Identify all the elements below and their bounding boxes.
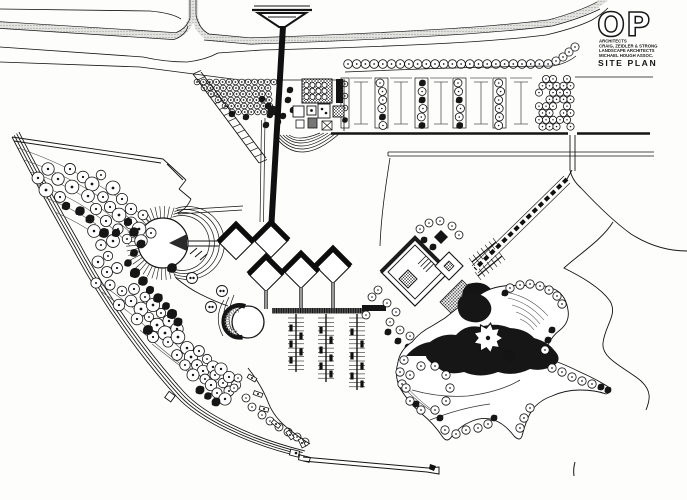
title-block: OP ARCHITECTS CRAIG, ZEIDLER & STRONG LA… <box>596 4 658 68</box>
credit-line-architect-firm: CRAIG, ZEIDLER & STRONG <box>599 43 658 48</box>
credit-line-landscape-firm: MICHAEL HOUGH ASSOC. <box>599 53 653 58</box>
pavilion-pods <box>216 218 353 310</box>
entrance-plaza-and-bosque <box>192 70 391 247</box>
roads-and-highway <box>0 0 687 411</box>
credit-line-architects: ARCHITECTS <box>599 39 627 44</box>
pedestrian-bridge-and-mast <box>252 5 312 223</box>
parking-lot <box>340 42 580 131</box>
project-logo: OP <box>597 5 651 44</box>
marina-docks <box>272 305 386 390</box>
credit-line-landscape-architects: LANDSCAPE ARCHITECTS <box>599 48 655 53</box>
drawing-title-label: SITE PLAN <box>598 58 657 68</box>
east-island <box>395 279 612 441</box>
northeast-footbridge <box>471 169 573 274</box>
shoreline-and-breakwater <box>246 367 576 477</box>
